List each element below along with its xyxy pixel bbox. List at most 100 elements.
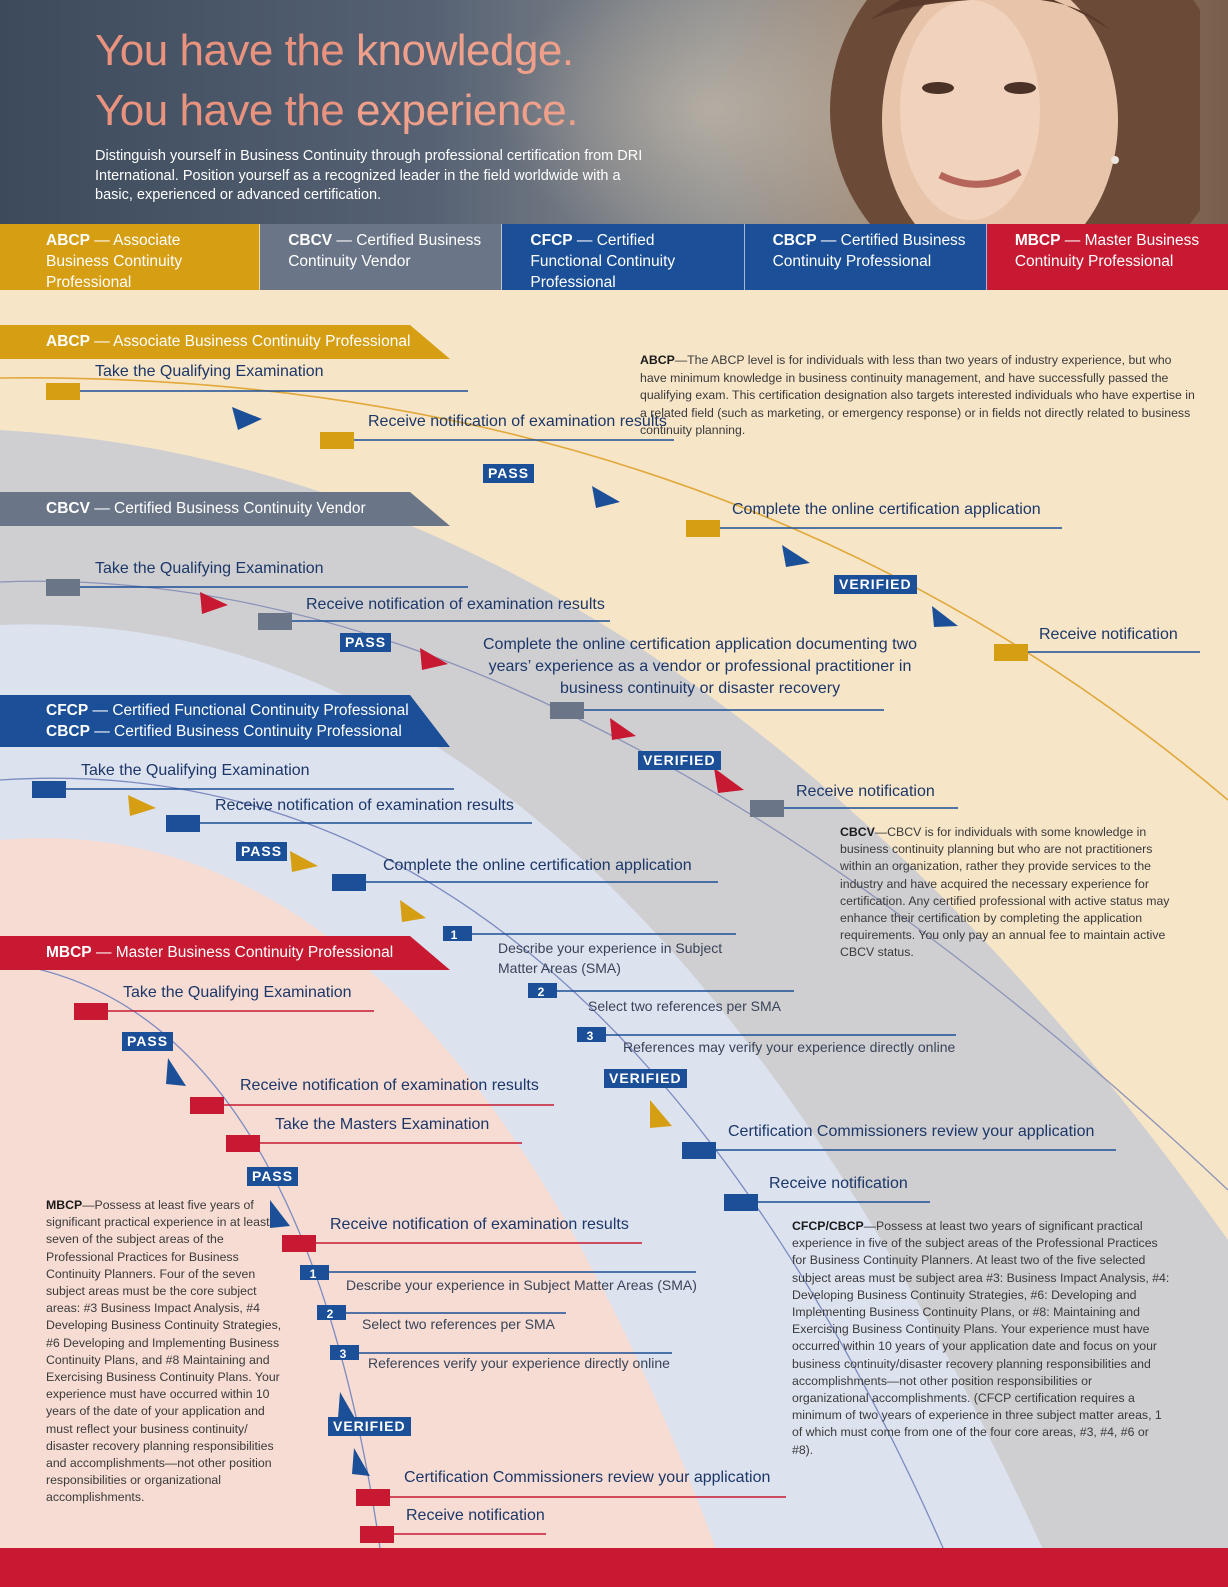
cfcp-step3-marker [332,874,366,891]
tab-cbcp: CBCP — Certified Business Continuity Pro… [744,224,987,290]
cfcp-substep-2: Select two references per SMA [588,998,781,1014]
cfcp-num-2: 2 [538,985,545,999]
cfcp-arrow-icon [650,1100,672,1128]
abcp-description: ABCP—The ABCP level is for individuals w… [640,352,1196,440]
cfcp-flow-line [0,777,961,1587]
mbcp-arrow-icon [270,1200,290,1228]
cbcv-arrow-icon [610,718,636,740]
tab-mbcp: MBCP — Master Business Continuity Profes… [986,224,1228,290]
tab-abcp: ABCP — Associate Business Continuity Pro… [0,224,261,291]
cbcv-band-abbr: CBCV [46,500,90,517]
cfcp-step5-marker [724,1194,758,1211]
mbcp-sub1-marker [300,1265,329,1280]
mbcp-description-text: —Possess at least five years of signific… [46,1198,282,1505]
cfcp-verified-tag: VERIFIED [604,1069,687,1088]
abcp-band-name: — Associate Business Continuity Professi… [89,333,411,350]
headline-line-2: You have the experience. [95,86,578,136]
mbcp-arrow-icon [338,1392,356,1420]
headline-2-part-a: You have the [95,86,357,135]
mbcp-num-3: 3 [340,1347,347,1361]
mbcp-step-4: Receive notification of examination resu… [330,1216,629,1233]
abcp-description-text: —The ABCP level is for individuals with … [640,353,1195,437]
cbcv-step4-marker [750,800,784,817]
abcp-flow-line [0,377,1228,801]
cfcp-step1-marker [32,781,66,798]
cfcp-band-name: — Certified Functional Continuity Profes… [88,702,409,719]
abcp-verified-tag: VERIFIED [834,575,917,594]
cbcv-arrow-icon [420,648,448,670]
cfcp-arrow-icon [290,851,318,872]
cbcp-band-name: — Certified Business Continuity Professi… [89,723,402,740]
abcp-step3-marker [686,520,720,537]
mbcp-pass-tag-2: PASS [247,1167,299,1186]
abcp-band-abbr: ABCP [46,333,90,350]
abcp-step-2: Receive notification of examination resu… [368,413,667,430]
mbcp-description: MBCP—Possess at least five years of sign… [46,1197,288,1507]
mbcp-verified-tag: VERIFIED [328,1417,411,1436]
mbcp-band-name: — Master Business Continuity Professiona… [91,944,394,961]
headline-1-part-b: knowledge. [356,26,574,75]
mbcp-step-2: Receive notification of examination resu… [240,1077,539,1094]
cfcp-description: CFCP/CBCP—Possess at least two years of … [792,1218,1172,1459]
tab-mbcp-abbr: MBCP [1014,232,1061,249]
cfcp-description-label: CFCP/CBCP [792,1219,864,1233]
cbcv-section-band: CBCV — Certified Business Continuity Ven… [0,492,450,526]
cfcp-section-band: CFCP — Certified Functional Continuity P… [0,695,450,747]
mbcp-step3-marker [226,1135,260,1152]
cfcp-sub1-marker [443,926,472,941]
mbcp-step1-marker [74,1003,108,1020]
cbcv-arrow-icon [200,592,228,614]
tab-abcp-name: — Associate Business Continuity Professi… [46,232,183,291]
abcp-step-3: Complete the online certification applic… [732,501,1041,518]
mbcp-arrow-icon [166,1058,186,1086]
cbcv-description-text: —CBCV is for individuals with some knowl… [840,825,1170,960]
tab-cfcp: CFCP — Certified Functional Continuity P… [502,224,745,291]
tab-cbcv-name: — Certified Business Continuity Vendor [288,232,482,270]
cfcp-markers [32,781,1116,1211]
cfcp-step-3: Complete the online certification applic… [383,857,692,874]
tab-abcp-abbr: ABCP [46,232,90,249]
mbcp-step-1: Take the Qualifying Examination [123,984,352,1001]
mbcp-substep-1: Describe your experience in Subject Matt… [346,1277,697,1293]
headline-2-part-b: experience. [356,86,578,135]
abcp-pass-tag: PASS [483,464,535,483]
mbcp-substep-3: References verify your experience direct… [368,1355,670,1371]
abcp-section-band: ABCP — Associate Business Continuity Pro… [0,325,450,359]
cbcv-pass-tag: PASS [340,633,392,652]
mbcp-band-abbr: MBCP [46,944,92,961]
cbcv-step2-marker [258,613,292,630]
mbcp-arrow-icon [352,1448,370,1476]
mbcp-zone [0,838,730,1587]
cfcp-description-text: —Possess at least two years of significa… [792,1219,1170,1457]
mbcp-step-6: Receive notification [406,1507,545,1524]
portrait-image [830,0,1200,224]
cbcv-verified-tag: VERIFIED [638,751,721,770]
mbcp-section-band: MBCP — Master Business Continuity Profes… [0,936,450,970]
mbcp-step5-marker [356,1489,390,1506]
cbcp-band-line: CBCP — Certified Business Continuity Pro… [46,721,450,742]
abcp-description-label: ABCP [640,353,675,367]
abcp-step2-marker [320,432,354,449]
cfcp-step-5: Receive notification [769,1175,908,1192]
tab-cbcp-name: — Certified Business Continuity Professi… [772,232,966,270]
cfcp-substep-1: Describe your experience in Subject Matt… [498,940,723,976]
mbcp-step6-marker [360,1526,394,1543]
cbcv-step-3: Complete the online certification applic… [482,636,918,697]
cbcv-markers [46,579,958,817]
cbcv-band-name: — Certified Business Continuity Vendor [89,500,366,517]
mbcp-num-2: 2 [327,1307,334,1321]
mbcp-step2-marker [190,1097,224,1114]
mbcp-step-5: Certification Commissioners review your … [404,1469,771,1486]
cbcv-description: CBCV—CBCV is for individuals with some k… [840,824,1170,962]
mbcp-pass-tag-1: PASS [122,1032,174,1051]
abcp-arrow-icon [232,407,262,430]
mbcp-substep-2: Select two references per SMA [362,1316,555,1332]
mbcp-flow-line [0,961,381,1549]
abcp-arrow-icon [782,545,810,567]
cbcv-description-label: CBCV [840,825,875,839]
tab-cbcv: CBCV — Certified Business Continuity Ven… [260,224,503,290]
cfcp-band-line: CFCP — Certified Functional Continuity P… [46,700,450,721]
cfcp-substep-3: References may verify your experience di… [623,1039,956,1055]
mbcp-sub2-marker [317,1305,346,1320]
cfcp-arrow-icon [128,795,156,816]
